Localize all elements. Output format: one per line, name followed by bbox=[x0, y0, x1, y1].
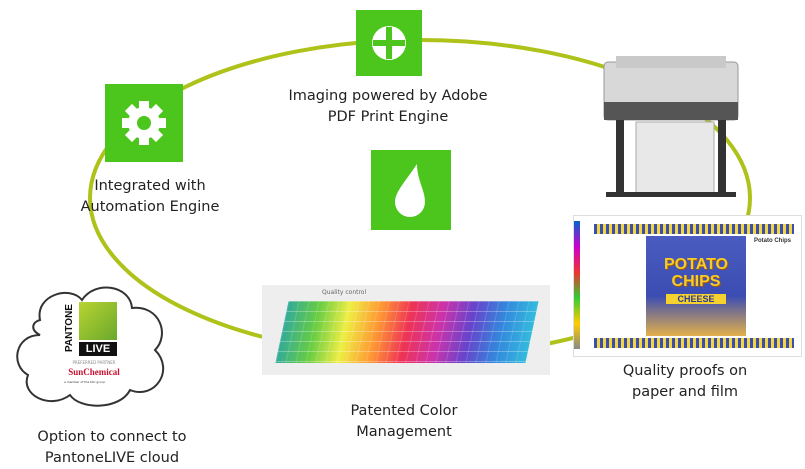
proof-image: POTATO CHIPS CHEESE Potato Chips bbox=[573, 215, 802, 357]
drop-icon bbox=[371, 150, 451, 230]
color-chart-image: Quality control bbox=[262, 285, 550, 375]
gear-icon bbox=[105, 84, 183, 162]
printer-image bbox=[603, 56, 739, 197]
plus-circle-icon bbox=[356, 10, 422, 76]
pantone-live-logo: PANTONE LIVE PREFERRED PARTNER SunChemic… bbox=[64, 300, 124, 390]
